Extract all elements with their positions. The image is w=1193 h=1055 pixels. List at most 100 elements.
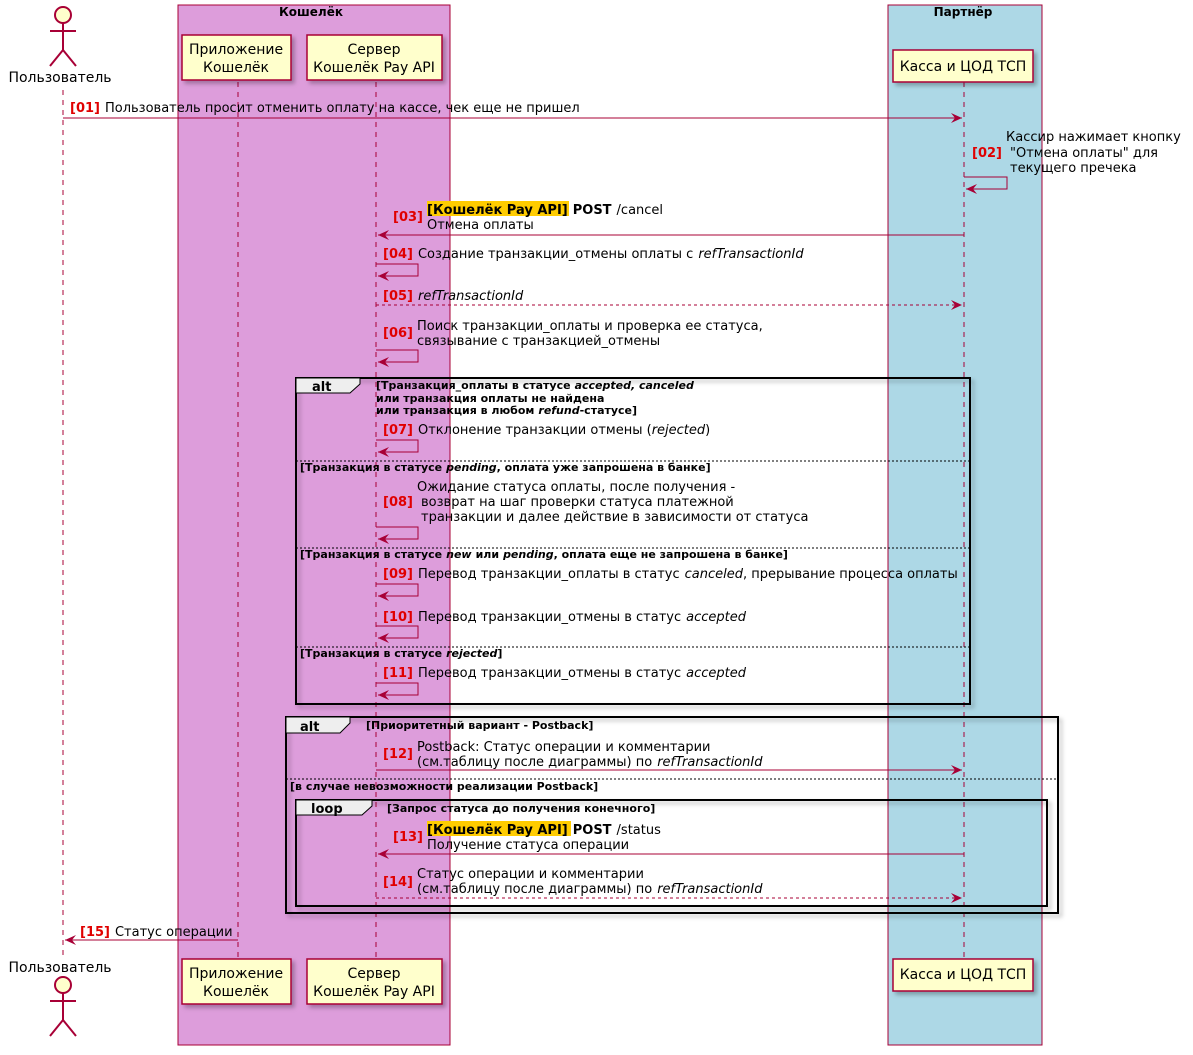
loop-cond: [Запрос статуса до получения конечного] [387,802,655,815]
message-12-number: [12] [383,747,413,762]
message-12-italic: refTransactionId [657,755,763,770]
message-07: [07]Отклонение транзакции отмены (reject… [376,423,710,457]
message-08: [08] Ожидание статуса оплаты, после полу… [376,480,808,544]
svg-text:[15]Статус операции: [15] Статус операции [80,925,233,940]
message-14-italic: refTransactionId [657,882,763,897]
alt-1-cond1-line3-pre: или транзакция в любом [376,404,534,417]
message-09: [09] Перевод транзакции_оплаты в статус ca… [376,567,958,601]
message-13-line2: Получение статуса операции [427,838,629,853]
svg-text:(см.таблицу после диаграммы) п: (см.таблицу после диаграммы) поrefTransa… [417,755,763,770]
svg-text:[05]refTransactionId: [05] refTransactionId [383,289,524,304]
message-02-line2: "Отмена оплаты" для [1010,146,1158,161]
message-15-text: Статус операции [115,925,233,940]
kassa-participant-bottom: Касса и ЦОД ТСП [892,958,1034,992]
message-05-italic: refTransactionId [418,289,524,304]
message-01-number: [01] [70,101,100,116]
alt-1-cond2-italic: pending [445,461,497,474]
message-07-number: [07] [383,423,413,438]
svg-text:[Кошелёк Pay API]POST/status: [Кошелёк Pay API]POST/status [427,823,661,838]
svg-text:[Кошелёк Pay API]POST/cancel: [Кошелёк Pay API] POST/cancel [427,203,663,218]
message-11-pre: Перевод транзакции_отмены в статус [418,666,681,681]
kassa-participant-top: Касса и ЦОД ТСП [892,49,1034,83]
message-14-line2: (см.таблицу после диаграммы) по [417,882,652,897]
message-08-number: [08] [383,495,413,510]
message-11-number: [11] [383,666,413,681]
message-02-line1: Кассир нажимает кнопку [1006,130,1181,145]
kassa-label-bottom: Касса и ЦОД ТСП [900,967,1027,983]
message-06-line2: связывание с транзакцией_отмены [417,334,660,349]
alt-1-cond1-pre: [Транзакция_оплаты в статусе [376,379,571,392]
svg-text:(см.таблицу после диаграммы) п: (см.таблицу после диаграммы) по refTransa… [417,882,763,897]
server-label-bottom-line1: Сервер [347,966,400,982]
message-10-pre: Перевод транзакции_отмены в статус [418,610,681,625]
message-15: [15] Статус операции [65,925,238,945]
message-08-line2: возврат на шаг проверки статуса платежно… [421,495,734,510]
alt-2-cond1: [Приоритетный вариант - Postback] [366,719,593,732]
message-13: [13] [Кошелёк Pay API]POST/status Получе… [378,821,964,859]
message-05-number: [05] [383,289,413,304]
alt-1-cond1-line2: или транзакция оплаты не найдена [376,392,604,405]
alt-1-cond1-line3-italic: refund [538,404,579,417]
message-03-method: POST [573,203,612,218]
message-13-tag: [Кошелёк Pay API] [427,823,568,838]
server-participant-top: Сервер Кошелёк Pay API [306,34,443,81]
alt-1-cond3-italic1: new [446,548,472,561]
message-05: [05] refTransactionId [376,289,962,310]
message-13-number: [13] [393,830,423,845]
message-08-line3: транзакции и далее действие в зависимост… [421,510,808,525]
user-label-bottom: Пользователь [8,960,111,976]
user-actor-bottom: Пользователь [8,960,112,1037]
wallet-group-title: Кошелёк [279,5,343,19]
message-14: [14] Статус операции и комментарии (см.т… [376,867,962,903]
alt-frame-2: alt [Приоритетный вариант - Postback] [в… [285,716,1059,914]
user-actor-top: Пользователь [8,6,112,86]
loop-frame: loop [Запрос статуса до получения конечн… [295,799,1048,907]
message-09-italic: canceled [685,567,744,582]
message-04-text: Создание транзакции_отмены оплаты с [418,247,693,262]
message-03-path: /cancel [617,203,664,218]
alt-1-cond2-pre: [Транзакция в статусе [300,461,442,474]
alt-1-cond2-post: , оплата уже запрошена в банке] [497,461,711,474]
alt-1-cond4-pre: [Транзакция в статусе [300,647,442,660]
partner-group-title: Партнёр [934,5,993,19]
svg-text:[11]Перевод транзакции_отмены: [11]Перевод транзакции_отмены в статусac… [383,666,747,681]
svg-text:[01]Пользователь просит отмени: [01] Пользователь просит отменить оплату … [70,101,580,116]
app-participant-top: Приложение Кошелёк [181,34,292,81]
message-09-pre: Перевод транзакции_оплаты в статус [418,567,680,582]
message-10-italic: accepted [686,610,747,625]
message-02-line3: текущего пречека [1010,161,1137,176]
message-15-number: [15] [80,925,110,940]
wallet-group-box: Кошелёк [177,4,451,1046]
message-13-path: /status [617,823,662,838]
message-01: [01] Пользователь просит отменить оплату … [63,101,962,123]
message-04-italic: refTransactionId [698,247,804,262]
user-label-top: Пользователь [8,70,111,86]
message-02: [02] Кассир нажимает кнопку "Отмена опла… [964,130,1181,194]
message-01-text: Пользователь просит отменить оплату на к… [105,101,580,116]
loop-frame-label: loop [311,802,343,817]
server-label-bottom-line2: Кошелёк Pay API [313,984,435,1000]
alt-1-cond1-line3-post: -статусе] [580,404,637,417]
message-07-italic: rejected [652,423,706,438]
message-12-line1: Postback: Статус операции и комментарии [417,740,711,755]
app-participant-bottom: Приложение Кошелёк [181,958,292,1005]
app-label-bottom-line2: Кошелёк [203,984,269,1000]
message-06-number: [06] [383,326,413,341]
alt-1-cond3-post: , оплата еще не запрошена в банке] [554,548,788,561]
message-12: [12] Postback: Статус операции и коммент… [376,740,962,775]
svg-text:[07]Отклонение транзакции отме: [07]Отклонение транзакции отмены (reject… [383,423,710,438]
message-03-tag: [Кошелёк Pay API] [427,203,568,218]
alt-frame-2-label: alt [300,720,319,735]
svg-text:[04]Создание транзакции_отмены: [04]Создание транзакции_отмены оплаты сr… [383,247,804,262]
server-label-line2: Кошелёк Pay API [313,60,435,76]
alt-1-cond3-pre: [Транзакция в статусе [300,548,442,561]
message-09-number: [09] [383,567,413,582]
message-03-line2: Отмена оплаты [427,218,534,233]
alt-1-cond4-italic: rejected [446,647,497,660]
message-14-line1: Статус операции и комментарии [417,867,644,882]
